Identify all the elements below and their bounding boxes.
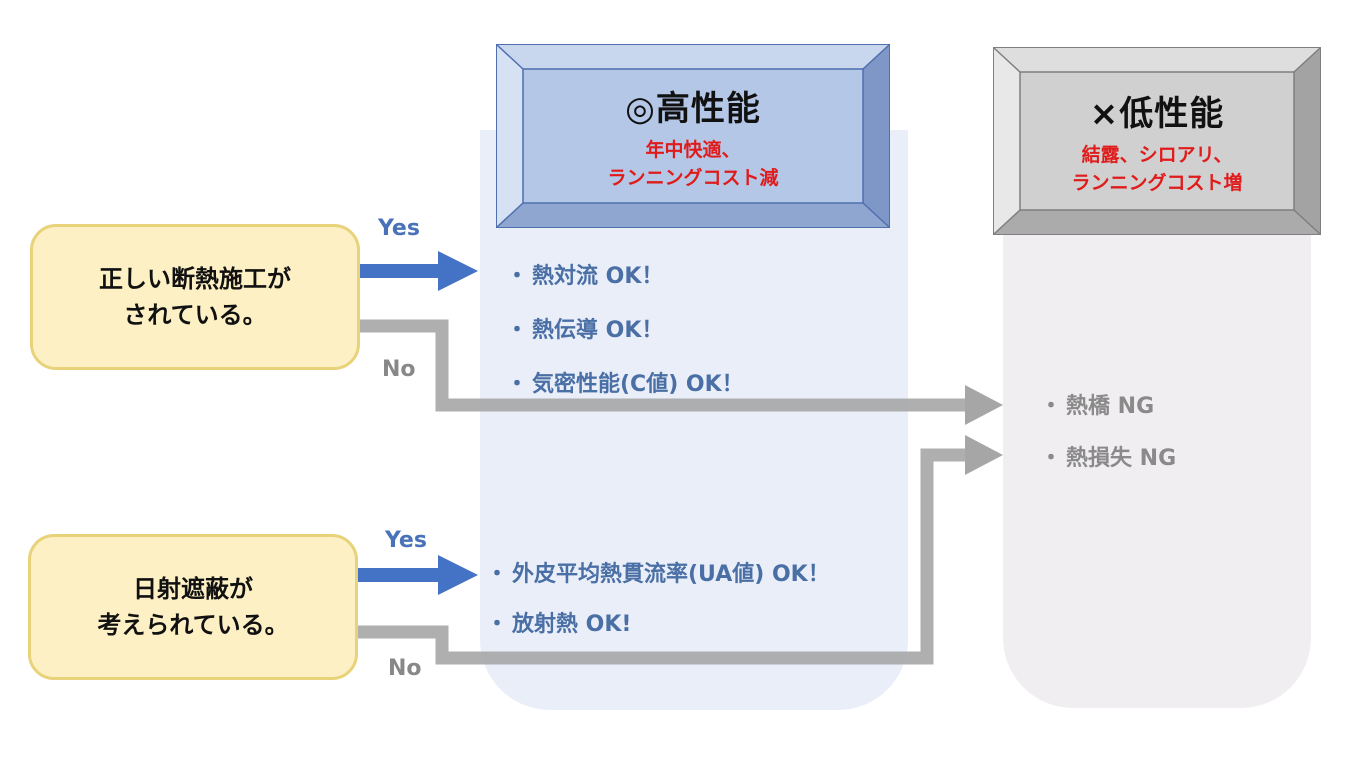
yes-label-2: Yes bbox=[385, 528, 427, 553]
yes-arrowhead-2 bbox=[438, 555, 478, 595]
ok-item-text: 気密性能(C値) OK！ bbox=[532, 372, 744, 397]
condition-text-line2: されている。 bbox=[123, 301, 267, 329]
bullet: ・ bbox=[486, 562, 509, 587]
bullet: ・ bbox=[1040, 446, 1063, 471]
ok-item: ・外皮平均熱貫流率(UA値) OK！ bbox=[486, 556, 830, 588]
no-label-2: No bbox=[388, 656, 422, 681]
ok-item: ・気密性能(C値) OK！ bbox=[506, 366, 744, 398]
ok-item: ・熱伝導 OK！ bbox=[506, 312, 663, 344]
yes-connector-1 bbox=[358, 264, 442, 278]
ok-item-text: 放射熱 OK! bbox=[512, 612, 632, 637]
ok-item: ・放射熱 OK! bbox=[486, 606, 631, 638]
condition-text-line1: 日射遮蔽が bbox=[133, 575, 253, 603]
low-performance-subtitle-2: ランニングコスト増 bbox=[1071, 171, 1243, 194]
condition-text-line1: 正しい断熱施工が bbox=[99, 265, 291, 293]
high-performance-subtitle-2: ランニングコスト減 bbox=[607, 166, 779, 189]
bullet: ・ bbox=[486, 612, 509, 637]
ok-item-text: 外皮平均熱貫流率(UA値) OK！ bbox=[512, 562, 830, 587]
bullet: ・ bbox=[506, 372, 529, 397]
no-label-1: No bbox=[382, 357, 416, 382]
bullet: ・ bbox=[506, 318, 529, 343]
low-performance-box: ×低性能 結露、シロアリ、 ランニングコスト増 bbox=[993, 47, 1321, 235]
ng-item-text: 熱橋 NG bbox=[1066, 394, 1155, 419]
bevel-frame bbox=[993, 47, 1321, 235]
yes-label-1: Yes bbox=[378, 216, 420, 241]
no-connector-1 bbox=[358, 319, 968, 412]
low-performance-subtitle-1: 結露、シロアリ、 bbox=[1081, 143, 1233, 166]
high-performance-title: ◎高性能 bbox=[625, 88, 761, 129]
ng-item: ・熱橋 NG bbox=[1040, 388, 1154, 420]
condition-text-line2: 考えられている。 bbox=[97, 611, 289, 639]
high-performance-box: ◎高性能 年中快適、 ランニングコスト減 bbox=[496, 44, 890, 228]
high-performance-subtitle-1: 年中快適、 bbox=[645, 138, 741, 161]
condition-solar-shading-box: 日射遮蔽が 考えられている。 bbox=[28, 534, 358, 680]
bevel-frame bbox=[496, 44, 890, 228]
ng-item: ・熱損失 NG bbox=[1040, 440, 1176, 472]
no-arrowhead-1 bbox=[965, 385, 1003, 425]
ng-item-text: 熱損失 NG bbox=[1066, 446, 1177, 471]
ok-item: ・熱対流 OK！ bbox=[506, 258, 663, 290]
ok-item-text: 熱対流 OK！ bbox=[532, 264, 664, 289]
bullet: ・ bbox=[506, 264, 529, 289]
yes-arrowhead-1 bbox=[438, 251, 478, 291]
no-connector-2 bbox=[358, 448, 968, 665]
no-arrowhead-2 bbox=[965, 435, 1003, 475]
ok-item-text: 熱伝導 OK！ bbox=[532, 318, 664, 343]
bullet: ・ bbox=[1040, 394, 1063, 419]
yes-connector-2 bbox=[358, 568, 442, 582]
condition-insulation-box: 正しい断熱施工が されている。 bbox=[30, 224, 360, 370]
low-performance-title: ×低性能 bbox=[1089, 93, 1225, 134]
